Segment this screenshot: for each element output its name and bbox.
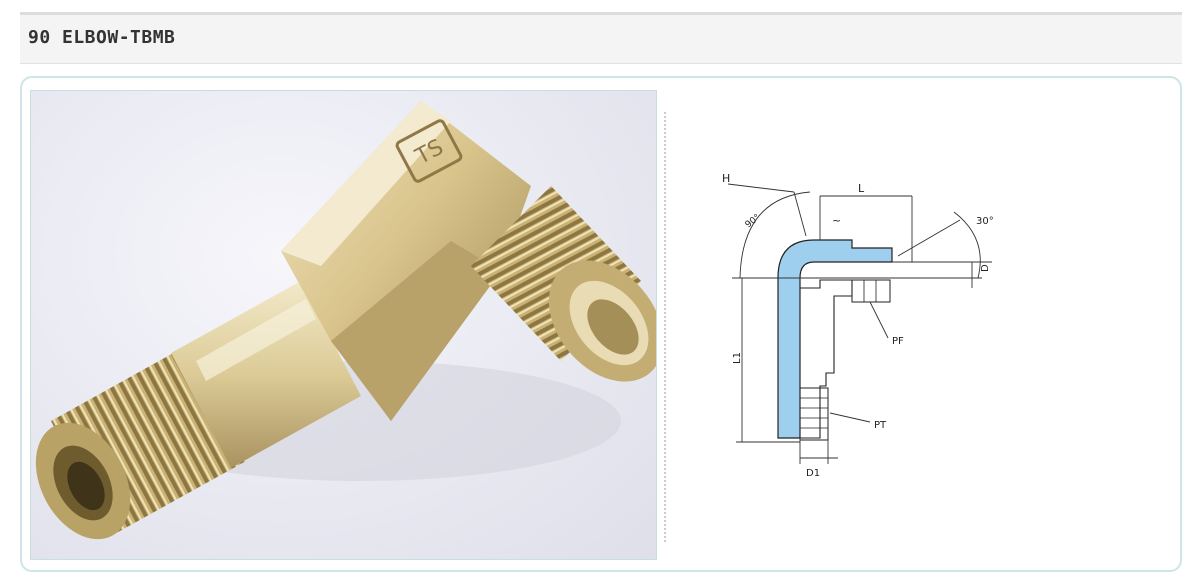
label-l1: L1 bbox=[732, 352, 743, 364]
label-angle-30: 30° bbox=[976, 216, 994, 227]
title-bar: 90 ELBOW-TBMB bbox=[20, 12, 1182, 64]
technical-drawing: H 90° L ~ 30° D PF L1 PT D1 bbox=[702, 158, 1122, 498]
section-divider bbox=[664, 112, 666, 542]
label-tilde: ~ bbox=[832, 214, 841, 227]
label-pt: PT bbox=[874, 420, 887, 431]
fitting-body-outline bbox=[800, 279, 853, 439]
elbow-fitting-photo: TS bbox=[35, 101, 656, 540]
label-d1: D1 bbox=[806, 468, 820, 479]
page-title: 90 ELBOW-TBMB bbox=[28, 27, 176, 48]
label-h: H bbox=[722, 172, 730, 185]
fitting-cross-section bbox=[777, 239, 893, 439]
product-panel: TS bbox=[20, 76, 1182, 572]
label-pf: PF bbox=[892, 336, 904, 347]
elbow-dimension-diagram: H 90° L ~ 30° D PF L1 PT D1 bbox=[722, 172, 994, 479]
label-d: D bbox=[980, 264, 991, 272]
product-photo: TS bbox=[30, 90, 657, 560]
label-l: L bbox=[858, 182, 865, 195]
